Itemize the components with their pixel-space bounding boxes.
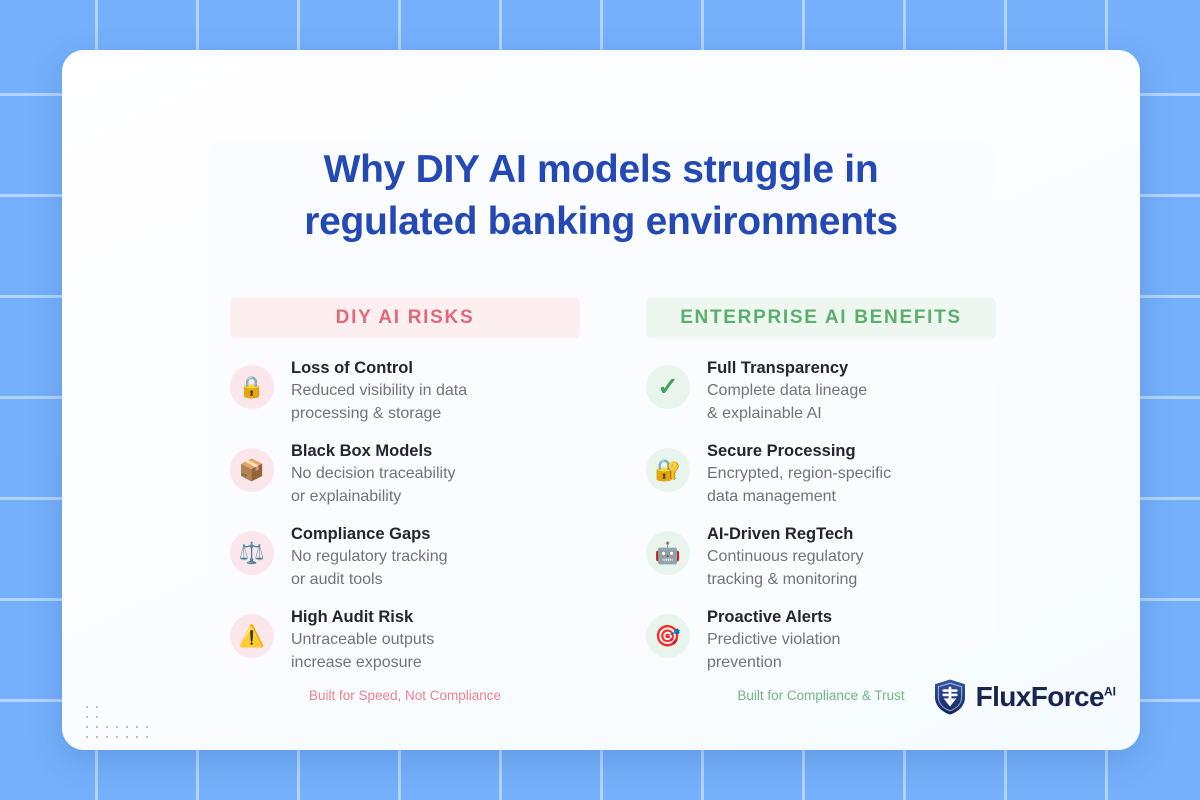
risk-items-list: 🔒 Loss of Control Reduced visibility in … [230, 356, 580, 674]
list-item: 🔒 Loss of Control Reduced visibility in … [230, 356, 580, 425]
column-enterprise-ai-benefits: ENTERPRISE AI BENEFITS ✓ Full Transparen… [646, 298, 996, 703]
robot-icon: 🤖 [646, 531, 690, 576]
list-item: 📦 Black Box Models No decision traceabil… [230, 439, 580, 508]
list-item: 🤖 AI-Driven RegTech Continuous regulator… [646, 522, 996, 591]
list-item-description-line-2: prevention [707, 653, 782, 671]
inner-content-panel [208, 140, 994, 650]
list-item-text: Proactive Alerts Predictive violation pr… [707, 605, 840, 674]
list-item-description-line-2: increase exposure [291, 653, 422, 671]
list-item-description-line-1: No regulatory tracking [291, 548, 448, 566]
benefit-items-list: ✓ Full Transparency Complete data lineag… [646, 356, 996, 674]
column-diy-ai-risks: DIY AI RISKS 🔒 Loss of Control Reduced v… [230, 298, 580, 703]
list-item-text: Compliance Gaps No regulatory tracking o… [291, 522, 448, 591]
locked-with-key-icon: 🔐 [646, 448, 690, 493]
list-item-text: Secure Processing Encrypted, region-spec… [707, 439, 891, 508]
list-item-description-line-1: Encrypted, region-specific [707, 465, 892, 483]
list-item-description: Encrypted, region-specific data manageme… [707, 463, 891, 508]
list-item-text: Black Box Models No decision traceabilit… [291, 439, 456, 508]
comparison-columns: DIY AI RISKS 🔒 Loss of Control Reduced v… [230, 298, 996, 703]
list-item-description-line-2: processing & storage [291, 404, 442, 422]
page-title-line-1: Why DIY AI models struggle in [323, 148, 879, 191]
logo-wordmark: FluxForceAI [976, 681, 1116, 713]
column-header-diy-ai-risks: DIY AI RISKS [230, 298, 580, 338]
list-item-title: AI-Driven RegTech [707, 525, 854, 544]
list-item: ⚖️ Compliance Gaps No regulatory trackin… [230, 522, 580, 591]
list-item-description: Continuous regulatory tracking & monitor… [707, 546, 864, 591]
column-header-enterprise-ai-benefits: ENTERPRISE AI BENEFITS [646, 298, 996, 338]
list-item-description-line-1: Continuous regulatory [707, 548, 864, 566]
lock-icon: 🔒 [230, 365, 274, 409]
list-item-description-line-2: tracking & monitoring [707, 570, 858, 588]
balance-scale-icon: ⚖️ [230, 531, 274, 576]
list-item-title: Proactive Alerts [707, 608, 833, 627]
checkmark-icon: ✓ [646, 365, 690, 409]
list-item-description-line-1: Untraceable outputs [291, 631, 435, 649]
page-title-line-2: regulated banking environments [304, 199, 898, 243]
list-item-text: AI-Driven RegTech Continuous regulatory … [707, 522, 864, 591]
logo-superscript: AI [1104, 684, 1116, 699]
list-item-description-line-2: or audit tools [291, 570, 383, 588]
list-item-title: Full Transparency [707, 359, 849, 377]
list-item-description-line-1: No decision traceability [291, 465, 456, 483]
column-footnote-enterprise-ai-benefits: Built for Compliance & Trust [737, 688, 905, 704]
list-item-text: High Audit Risk Untraceable outputs incr… [291, 605, 434, 674]
list-item-description: No regulatory tracking or audit tools [291, 546, 448, 591]
package-box-icon: 📦 [230, 448, 274, 493]
list-item-description-line-1: Reduced visibility in data [291, 382, 468, 400]
list-item-title: Loss of Control [291, 359, 413, 377]
list-item-description: Predictive violation prevention [707, 629, 840, 674]
column-footnote-diy-ai-risks: Built for Speed, Not Compliance [308, 688, 502, 704]
list-item-description-line-2: or explainability [291, 487, 402, 505]
list-item-description: Untraceable outputs increase exposure [291, 629, 434, 674]
shield-logo-icon [934, 679, 965, 715]
list-item: ✓ Full Transparency Complete data lineag… [646, 356, 996, 425]
list-item-description-line-2: & explainable AI [707, 404, 822, 422]
list-item-title: Compliance Gaps [291, 525, 431, 544]
list-item-title: Black Box Models [291, 442, 433, 461]
logo-name: FluxForce [975, 681, 1105, 712]
list-item: 🔐 Secure Processing Encrypted, region-sp… [646, 439, 996, 508]
list-item-title: Secure Processing [707, 442, 856, 461]
list-item-description: Complete data lineage & explainable AI [707, 380, 867, 425]
content-card: Why DIY AI models struggle in regulated … [62, 50, 1140, 750]
page-title: Why DIY AI models struggle in regulated … [62, 144, 1140, 248]
target-dart-icon: 🎯 [646, 614, 690, 659]
list-item: ⚠️ High Audit Risk Untraceable outputs i… [230, 605, 580, 674]
list-item-description: No decision traceability or explainabili… [291, 463, 456, 508]
list-item-description-line-2: data management [707, 487, 836, 505]
list-item-description-line-1: Complete data lineage [707, 382, 868, 400]
list-item-text: Full Transparency Complete data lineage … [707, 356, 867, 425]
warning-triangle-icon: ⚠️ [230, 614, 274, 659]
list-item-description: Reduced visibility in data processing & … [291, 380, 467, 425]
list-item-title: High Audit Risk [291, 608, 414, 627]
brand-logo: FluxForceAI [933, 678, 1116, 716]
list-item-description-line-1: Predictive violation [707, 631, 841, 649]
dot-grid-decoration [82, 702, 150, 742]
list-item-text: Loss of Control Reduced visibility in da… [291, 356, 467, 425]
list-item: 🎯 Proactive Alerts Predictive violation … [646, 605, 996, 674]
